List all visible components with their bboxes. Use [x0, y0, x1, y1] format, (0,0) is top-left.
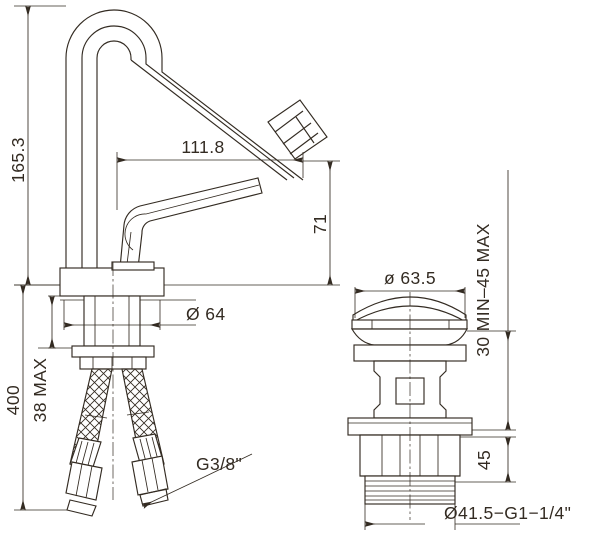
dim-drain-thread-spec: Ø41.5−G1−1/4" — [444, 503, 571, 523]
drain-cap — [351, 296, 468, 346]
dim-base-diameter: Ø 64 — [186, 304, 226, 324]
drain-view — [347, 292, 473, 520]
dim-cap-diameter: ø 63.5 — [384, 268, 436, 288]
faucet-body — [59, 261, 165, 347]
braided-hose-right — [121, 368, 169, 507]
faucet-view — [59, 9, 328, 517]
dim-handle-height: 71 — [310, 214, 330, 234]
aerator-outlet — [267, 99, 328, 160]
dim-hose-length: 400 — [3, 385, 23, 415]
dim-overall-height: 165.3 — [8, 137, 28, 183]
handle-lever — [119, 177, 263, 269]
dim-deck-thickness: 38 MAX — [30, 358, 50, 423]
dim-installed-range: 30 MIN–45 MAX — [473, 223, 493, 357]
dim-spout-reach: 111.8 — [181, 137, 224, 157]
faucet-dimensions: 165.3 111.8 71 Ø 64 38 MAX 400 G3/8 — [3, 5, 340, 511]
drain-dimensions: ø 63.5 30 MIN–45 MAX 45 Ø41.5−G1−1/4" — [354, 170, 571, 530]
dim-thread-length: 45 — [474, 450, 494, 470]
braided-hose-left — [65, 368, 113, 517]
dim-hose-thread: G3/8" — [196, 454, 242, 474]
